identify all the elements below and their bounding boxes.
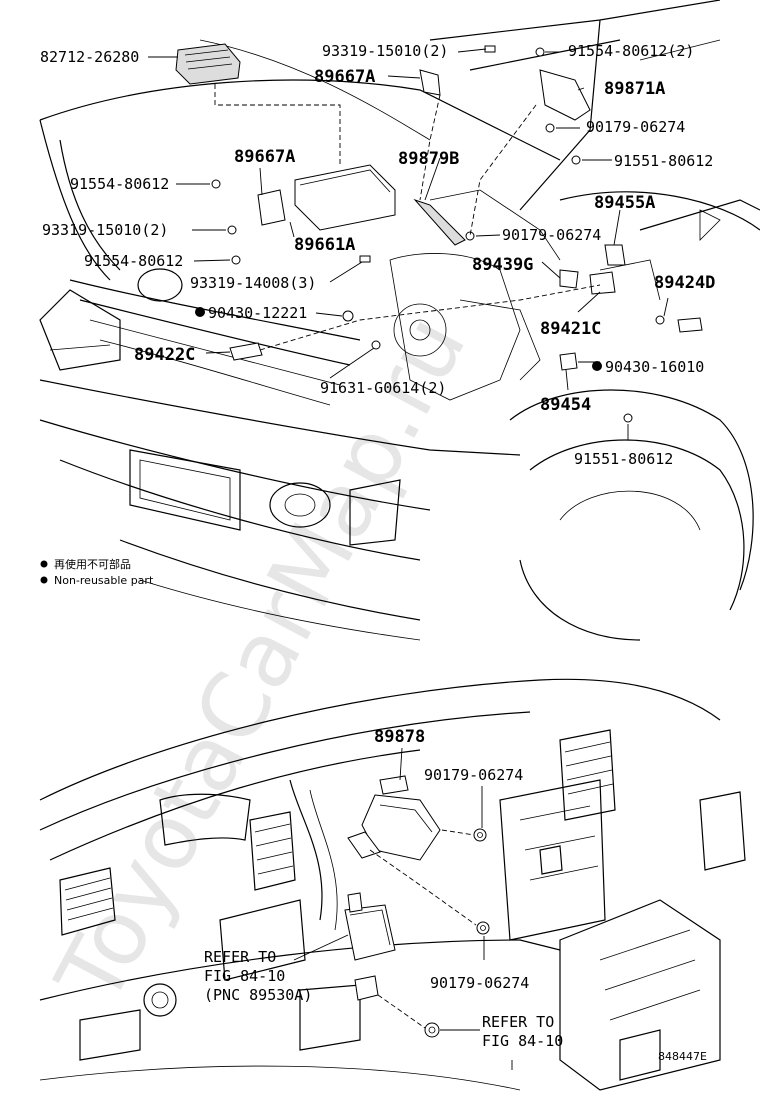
label-89454: 89454 xyxy=(540,395,591,415)
label-refer-line2: FIG 84-10 xyxy=(204,967,285,985)
label-refer2-line1: REFER TO xyxy=(482,1013,554,1031)
watermark: ToyotaCarMap.ru xyxy=(36,299,486,1021)
label-89421C: 89421C xyxy=(540,319,601,339)
label-89661A: 89661A xyxy=(294,235,355,255)
label-90179-06274-b: 90179-06274 xyxy=(502,226,601,244)
label-91631-G0614: 91631-G0614(2) xyxy=(320,379,446,397)
legend: 再使用不可部品 Non-reusable part xyxy=(40,557,154,587)
label-89422C: 89422C xyxy=(134,345,195,365)
figure-code: 848447E xyxy=(658,1050,707,1063)
label-91551-80612-b: 91551-80612 xyxy=(574,450,673,468)
label-89439G: 89439G xyxy=(472,255,533,275)
label-89878: 89878 xyxy=(374,727,425,747)
legend-english: Non-reusable part xyxy=(54,574,154,587)
non-reusable-mark-b xyxy=(592,361,602,371)
label-89667A: 89667A xyxy=(234,147,295,167)
label-91554-80612-c: 91554-80612 xyxy=(84,252,183,270)
label-refer-line3: (PNC 89530A) xyxy=(204,986,312,1004)
label-91554-80612-a: 91554-80612(2) xyxy=(568,42,694,60)
label-refer2-line2: FIG 84-10 xyxy=(482,1032,563,1050)
label-89871A: 89871A xyxy=(604,79,665,99)
label-90430-16010: 90430-16010 xyxy=(605,358,704,376)
part-shapes-lower xyxy=(344,775,490,1038)
vehicle-front-outline xyxy=(39,0,760,641)
label-90430-12221: 90430-12221 xyxy=(208,304,307,322)
leader-lines-lower xyxy=(293,747,513,1070)
labels-lower: 89878 90179-06274 REFER TO FIG 84-10 (PN… xyxy=(204,727,563,1050)
label-90179-06274-a: 90179-06274 xyxy=(586,118,685,136)
label-89455A: 89455A xyxy=(594,193,655,213)
label-89424D: 89424D xyxy=(654,273,715,293)
leader-lines-upper xyxy=(148,48,669,440)
label-82712-26280: 82712-26280 xyxy=(40,48,139,66)
part-shapes-upper xyxy=(175,43,703,423)
labels-upper: 82712-26280 93319-15010(2) 91554-80612(2… xyxy=(40,42,715,468)
label-refer-line1: REFER TO xyxy=(204,948,276,966)
label-91551-80612-a: 91551-80612 xyxy=(614,152,713,170)
legend-japanese: 再使用不可部品 xyxy=(54,557,131,571)
label-93319-14008: 93319-14008(3) xyxy=(190,274,316,292)
label-89667A-top: 89667A xyxy=(314,67,375,87)
label-91554-80612-b: 91554-80612 xyxy=(70,175,169,193)
label-89879B: 89879B xyxy=(398,149,459,169)
label-93319-15010-a: 93319-15010(2) xyxy=(322,42,448,60)
label-90179-06274-d: 90179-06274 xyxy=(430,974,529,992)
dashboard-outline xyxy=(39,678,746,1091)
label-93319-15010-b: 93319-15010(2) xyxy=(42,221,168,239)
non-reusable-mark-a xyxy=(195,307,205,317)
label-90179-06274-c: 90179-06274 xyxy=(424,766,523,784)
